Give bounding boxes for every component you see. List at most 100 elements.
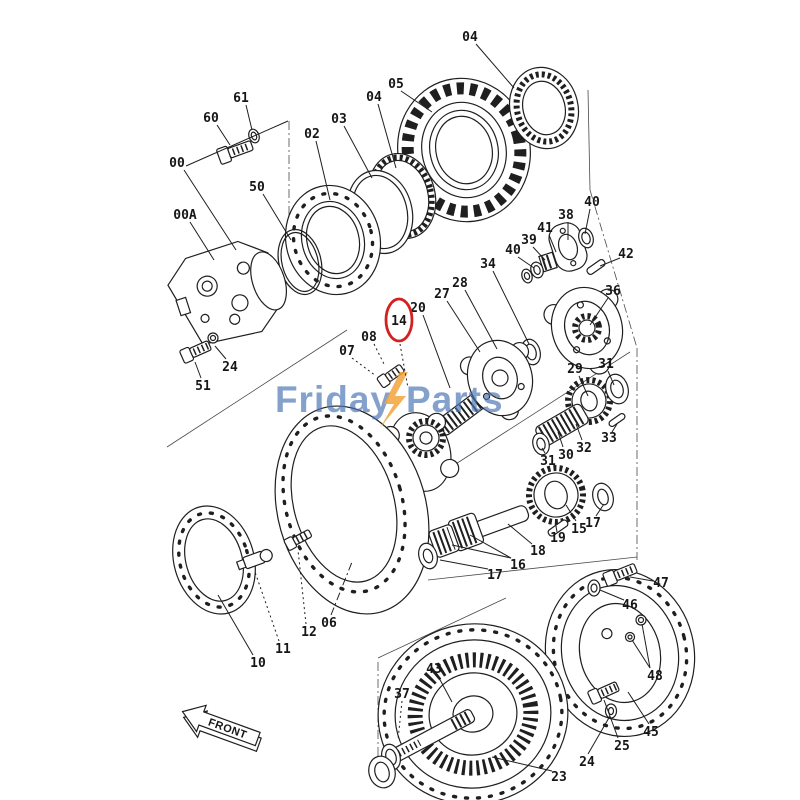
part-label-23: 23 [551, 770, 567, 785]
part-label-45: 45 [643, 725, 659, 740]
leader-line-30 [557, 431, 564, 448]
part-label-00: 00 [169, 156, 185, 171]
leader-line-47 [629, 576, 654, 582]
part-label-24: 24 [579, 755, 595, 770]
part-label-61: 61 [233, 91, 249, 106]
leader-line-41 [548, 234, 557, 253]
leader-line-24 [587, 715, 611, 755]
leader-line-42 [599, 257, 621, 267]
part-carrier-36 [543, 286, 624, 375]
part-washer-46 [587, 579, 601, 597]
part-label-04: 04 [366, 90, 382, 105]
leader-line-45 [627, 691, 650, 725]
part-washer-24-bottom [604, 703, 618, 719]
part-washer-17-left [418, 542, 438, 570]
part-washer-37-lower [368, 755, 396, 789]
leader-line-17 [595, 503, 605, 517]
part-labels-layer: 0000A60615002030405045124070814202728344… [169, 30, 669, 785]
leader-line-02 [315, 140, 331, 201]
part-label-10: 10 [250, 656, 266, 671]
part-label-37: 37 [394, 687, 410, 702]
part-pin-33 [608, 412, 626, 428]
part-label-02: 02 [304, 127, 320, 142]
part-sun-gear-14 [406, 418, 446, 458]
leader-line-40 [584, 208, 591, 235]
part-label-28: 28 [452, 276, 468, 291]
part-label-16: 16 [510, 558, 526, 573]
construction-lines [166, 89, 638, 768]
part-washer-48-b [624, 631, 636, 643]
leader-line-37 [397, 700, 403, 741]
part-label-06: 06 [321, 616, 337, 631]
part-label-07: 07 [339, 344, 355, 359]
part-label-24: 24 [222, 360, 238, 375]
leader-line-31 [607, 370, 615, 386]
part-pin-42 [586, 258, 606, 276]
leader-line-25 [603, 699, 619, 739]
part-label-20: 20 [410, 301, 426, 316]
leader-line-48 [641, 623, 651, 669]
part-label-46: 46 [622, 598, 638, 613]
leader-line-04 [377, 103, 397, 169]
part-label-05: 05 [388, 77, 404, 92]
part-seal-ring-10 [172, 505, 256, 615]
leader-line-16 [469, 534, 512, 559]
part-flange-38 [548, 222, 588, 272]
part-bearing-31-upper [605, 373, 629, 405]
leader-line-20 [422, 314, 451, 389]
part-label-32: 32 [576, 441, 592, 456]
part-label-19: 19 [550, 531, 566, 546]
leader-line-51 [194, 361, 202, 379]
part-bolt-51 [179, 340, 212, 364]
part-label-30: 30 [558, 448, 574, 463]
part-washer-39 [530, 261, 544, 279]
part-bearing-04-right [508, 66, 580, 150]
leader-line-32 [575, 423, 583, 441]
part-label-40: 40 [584, 195, 600, 210]
part-label-17: 17 [585, 516, 601, 531]
lightning-bolt-icon [380, 372, 408, 428]
leader-line-60 [216, 124, 231, 146]
brand-watermark: Friday Parts [275, 372, 504, 428]
watermark-text-right: Parts [406, 379, 504, 420]
leader-line-00 [183, 169, 237, 251]
part-label-50: 50 [249, 180, 265, 195]
part-label-41: 41 [537, 221, 553, 236]
leader-line-40 [517, 256, 535, 269]
part-label-31: 31 [598, 357, 614, 372]
leader-line-04 [475, 43, 515, 89]
leader-line-18 [507, 523, 533, 545]
front-direction-marker: FRONT [181, 704, 262, 753]
part-bolt-12 [283, 529, 313, 551]
part-label-47: 47 [653, 576, 669, 591]
part-label-48: 48 [647, 669, 663, 684]
leader-line-39 [532, 246, 546, 261]
part-label-15: 15 [571, 522, 587, 537]
leader-line-10 [217, 594, 254, 656]
part-bolt-25 [587, 681, 620, 705]
leader-line-50 [262, 193, 292, 241]
leader-line-17 [439, 559, 489, 570]
part-pin-19 [547, 519, 569, 537]
part-label-14: 14 [391, 314, 407, 329]
leader-line-05 [400, 90, 433, 113]
leader-line-08 [373, 343, 386, 367]
part-ring-gear-housing-05 [397, 77, 531, 223]
leader-line-00A [189, 221, 215, 261]
part-label-03: 03 [331, 112, 347, 127]
leader-line-15 [565, 504, 577, 522]
part-carrier-27-28 [459, 339, 534, 421]
part-label-39: 39 [521, 233, 537, 248]
leader-line-29 [578, 375, 589, 397]
leader-line-06 [330, 561, 353, 616]
leader-line-36 [589, 297, 609, 326]
part-drum-06 [274, 405, 430, 615]
leader-line-43 [437, 675, 453, 703]
part-washer-40-left [521, 268, 533, 284]
part-label-00A: 00A [173, 208, 197, 223]
part-label-42: 42 [618, 247, 634, 262]
leader-line-07 [351, 357, 377, 377]
leader-line-33 [611, 423, 618, 433]
part-bolt-60 [216, 140, 254, 165]
